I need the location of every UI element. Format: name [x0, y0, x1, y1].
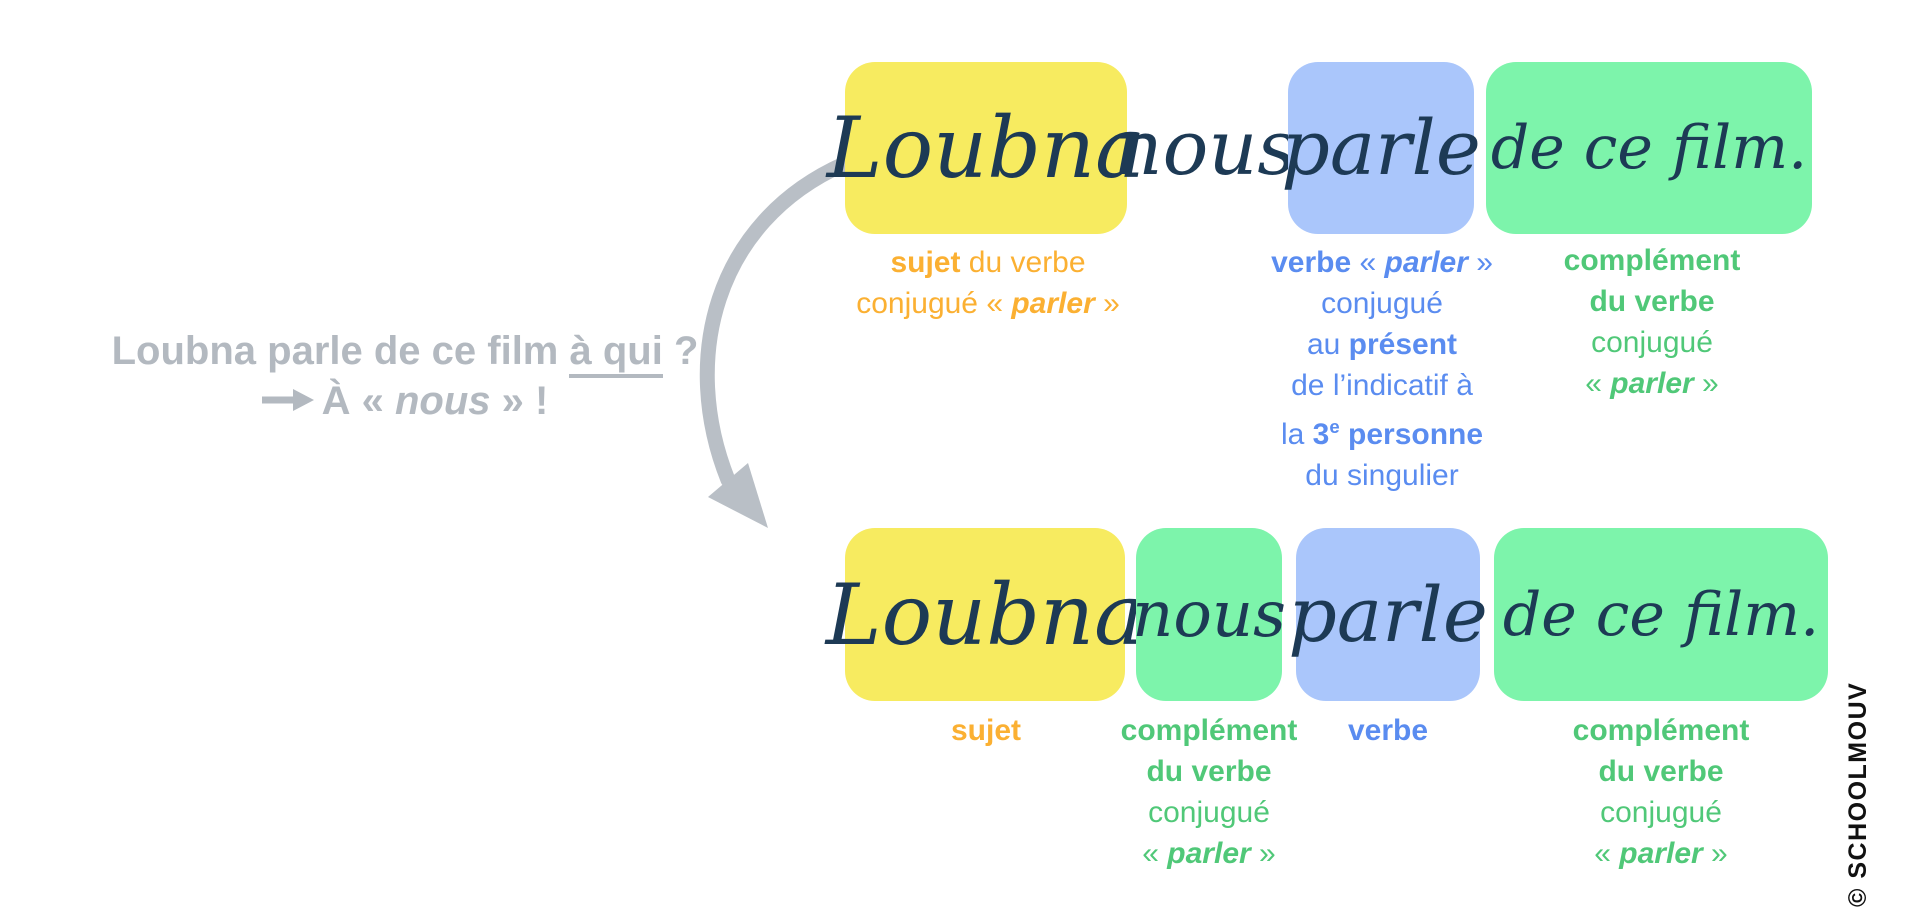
label-part: » [1250, 837, 1276, 870]
label-part: » [1693, 367, 1719, 400]
label-part: parler [1619, 837, 1703, 870]
question-line2-emph: nous [395, 379, 491, 423]
label-part: parler [1167, 837, 1251, 870]
top-word-box-nous: nous [1114, 62, 1297, 234]
label-part: personne [1339, 418, 1484, 451]
label-line: conjugué [1573, 792, 1750, 833]
label-part: » [1094, 287, 1120, 320]
top-word-box-verb: parle [1281, 62, 1481, 234]
label-line: du verbe [1573, 751, 1750, 792]
label-part: verbe [1347, 714, 1429, 747]
label-part: « [1142, 837, 1168, 870]
label-part: au [1306, 328, 1349, 361]
label-part: la [1280, 418, 1313, 451]
label-part: du verbe [1589, 285, 1715, 318]
question-line2-pre: À « [321, 379, 395, 423]
bottom-complement-label-film: complément du verbe conjugué « parler » [1573, 710, 1750, 874]
label-part: parler [1384, 246, 1468, 279]
top-subject-label: sujet du verbe conjugué « parler » [856, 242, 1120, 324]
label-part: du verbe [1598, 755, 1724, 788]
schoolmouv-watermark: © SCHOOLMOUV [1844, 681, 1872, 907]
question-line-2: À « nous » ! [80, 376, 730, 426]
bottom-word-box-complement: de ce film. [1494, 528, 1828, 701]
label-line: sujet du verbe [856, 242, 1120, 283]
label-part: parler [1610, 367, 1694, 400]
label-line: du verbe [1564, 281, 1741, 322]
label-line: du singulier [1271, 455, 1493, 496]
label-part: conjugué [1148, 796, 1270, 829]
label-line: conjugué [1121, 792, 1298, 833]
label-line: complément [1121, 710, 1298, 751]
label-line: complément [1564, 240, 1741, 281]
label-line: conjugué « parler » [856, 283, 1120, 324]
question-line1-underlined: à qui [569, 329, 663, 378]
top-complement-label: complément du verbe conjugué « parler » [1564, 240, 1741, 404]
label-part: « [1585, 367, 1611, 400]
label-part: sujet [890, 246, 961, 279]
question-line1-pre: Loubna parle de ce film [111, 329, 570, 373]
label-line: « parler » [1564, 363, 1741, 404]
label-part: 3 [1312, 418, 1330, 451]
bottom-complement-label-nous: complément du verbe conjugué « parler » [1121, 710, 1298, 874]
bottom-word-loubna: Loubna [825, 565, 1145, 664]
label-line: de l’indicatif à [1271, 365, 1493, 406]
label-part: du verbe [1146, 755, 1272, 788]
top-word-parle: parle [1281, 103, 1481, 192]
label-part: de l’indicatif à [1291, 369, 1473, 402]
label-part: verbe [1271, 246, 1352, 279]
label-line: complément [1573, 710, 1750, 751]
label-part: complément [1563, 244, 1741, 277]
top-word-box-complement: de ce film. [1486, 62, 1812, 234]
top-word-box-subject: Loubna [827, 62, 1145, 234]
label-part: sujet [950, 714, 1022, 747]
label-part: conjugué [1600, 796, 1722, 829]
label-part: conjugué « [856, 287, 1012, 320]
question-line2-post: » ! [490, 379, 549, 423]
label-line: « parler » [1121, 833, 1298, 874]
bottom-word-nous: nous [1132, 577, 1286, 652]
label-part: présent [1348, 328, 1458, 361]
bottom-word-box-subject: Loubna [826, 528, 1144, 701]
curved-arrow-icon [699, 156, 852, 528]
bottom-subject-label: sujet [951, 710, 1021, 751]
label-line: verbe « parler » [1271, 242, 1493, 283]
label-part: complément [1120, 714, 1298, 747]
bottom-verb-label: verbe [1348, 710, 1428, 751]
label-part: » [1702, 837, 1728, 870]
question-line1-post: ? [662, 329, 699, 373]
question-line-1: Loubna parle de ce film à qui ? [80, 326, 730, 378]
bottom-word-de-ce-film: de ce film. [1502, 579, 1820, 650]
bottom-word-box-nous: nous [1132, 528, 1286, 701]
label-part: e [1329, 416, 1340, 437]
label-line: « parler » [1573, 833, 1750, 874]
label-line: la 3e personne [1271, 406, 1493, 455]
top-word-loubna: Loubna [826, 99, 1146, 197]
label-line: au présent [1271, 324, 1493, 365]
label-part: complément [1572, 714, 1750, 747]
label-line: conjugué [1564, 322, 1741, 363]
bottom-word-parle: parle [1288, 569, 1488, 659]
label-part: « [1594, 837, 1620, 870]
label-part: conjugué [1321, 287, 1443, 320]
label-part: conjugué [1591, 326, 1713, 359]
label-part: du verbe [960, 246, 1086, 279]
top-verb-label: verbe « parler » conjugué au présent de … [1271, 242, 1493, 496]
label-part: du singulier [1305, 459, 1459, 492]
label-part: » [1467, 246, 1493, 279]
label-part: « [1351, 246, 1385, 279]
top-word-nous: nous [1113, 103, 1297, 192]
right-arrow-icon [261, 389, 314, 412]
label-line: du verbe [1121, 751, 1298, 792]
top-word-de-ce-film: de ce film. [1490, 113, 1808, 183]
label-part: parler [1011, 287, 1095, 320]
question-text: Loubna parle de ce film à qui ? À « nous… [80, 326, 730, 426]
bottom-word-box-verb: parle [1288, 528, 1488, 701]
label-line: conjugué [1271, 283, 1493, 324]
